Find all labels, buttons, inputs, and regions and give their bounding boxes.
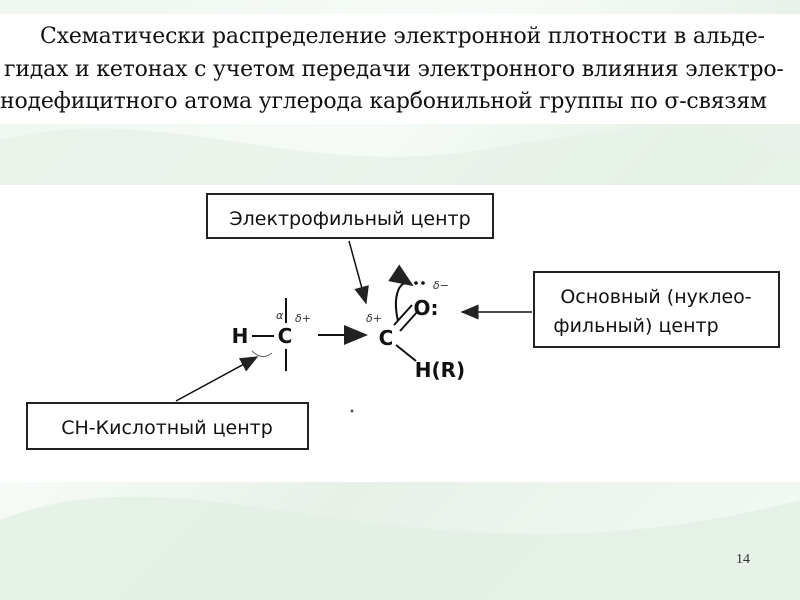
substituent-h-r: H(R) <box>415 358 465 382</box>
basic-center-label-line-2: фильный) центр <box>553 315 718 337</box>
h-c-bracket <box>251 350 273 357</box>
bond-c-substituent <box>395 344 417 362</box>
page-number: 14 <box>736 552 750 567</box>
lone-pair-dot-2 <box>421 281 425 285</box>
stray-dot <box>350 409 354 413</box>
atom-c-carbonyl: C <box>379 326 394 350</box>
double-bond-2 <box>399 310 419 332</box>
atom-h-left: H <box>232 324 249 348</box>
delta-plus-alpha-label: δ+ <box>295 312 311 325</box>
ch-acid-center-label: СН-Кислотный центр <box>61 417 273 439</box>
double-bond-1 <box>393 304 413 326</box>
diagram-panel: Электрофильный центр Основный (нуклео- ф… <box>0 185 800 482</box>
atom-c-alpha: C <box>278 324 293 348</box>
atom-oxygen: O: <box>414 296 439 320</box>
electrophilic-center-box <box>206 193 494 239</box>
electrophilic-center-label: Электрофильный центр <box>229 208 470 230</box>
alpha-label: α <box>276 309 284 322</box>
delta-plus-carbonyl-label: δ+ <box>366 312 382 325</box>
slide-title-line-3: нодефицитного атома углерода карбонильно… <box>0 89 767 114</box>
pointer-ch-acid <box>175 356 259 402</box>
electron-density-diagram: Электрофильный центр Основный (нуклео- ф… <box>26 193 780 450</box>
ch-acid-center-box <box>26 402 309 450</box>
slide-title-line-1: Схематически распределение электронной п… <box>40 24 765 49</box>
lone-pair-dot-1 <box>414 281 418 285</box>
pointer-electrophilic <box>348 240 369 305</box>
title-panel <box>0 14 800 124</box>
delta-minus-label: δ− <box>433 279 449 292</box>
slide-title-line-2: гидах и кетонах с учетом передачи электр… <box>4 57 784 82</box>
electron-shift-curved-arrow <box>388 264 414 322</box>
basic-center-box <box>533 271 780 348</box>
basic-center-label-line-1: Основный (нуклео- <box>560 286 751 308</box>
